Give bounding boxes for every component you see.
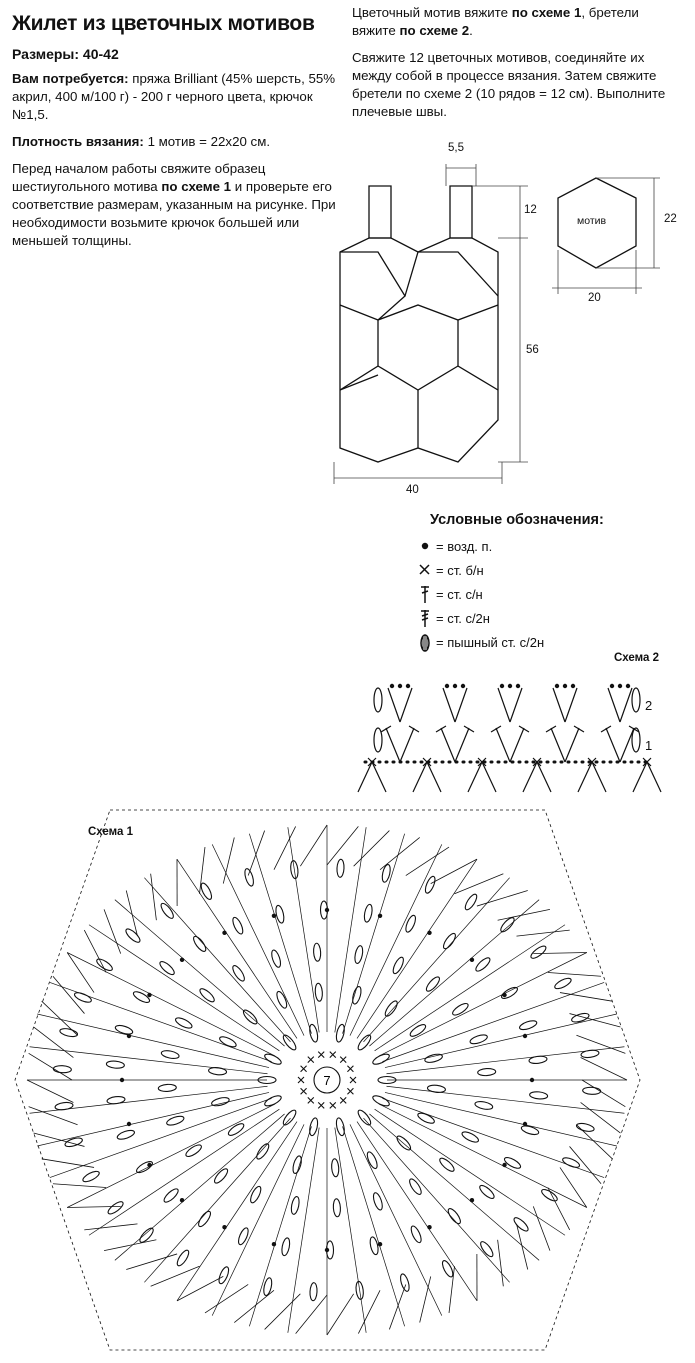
puff-icon [412, 631, 434, 653]
instructions-2: Свяжите 12 цветочных мотивов, соединяйте… [352, 50, 666, 119]
legend-title: Условные обозначения: [430, 512, 604, 528]
chain-dot-icon [412, 535, 434, 557]
motif-width: 20 [588, 292, 601, 304]
page-title: Жилет из цветочных мотивов [12, 12, 315, 35]
right-column: Цветочный мотив вяжите по схеме 1, брете… [352, 4, 682, 130]
intro-text: Перед началом работы свяжите образец шес… [12, 161, 336, 248]
vest-diagram [333, 164, 660, 484]
schema2-title: Схема 2 [614, 652, 660, 664]
motif-label: мотив [577, 215, 607, 227]
materials: Вам потребуется: пряжа Brilliant (45% ше… [12, 71, 336, 122]
half-dc-icon [412, 607, 434, 629]
left-column: Жилет из цветочных мотивов Размеры: 40-4… [12, 12, 342, 259]
cross-icon [412, 559, 434, 581]
legend: Условные обозначения: = возд. п. = ст. б… [412, 512, 692, 654]
dim-height: 56 [526, 344, 539, 356]
schema1-center-label: 7 [323, 1073, 330, 1088]
dim-strap: 5,5 [448, 142, 464, 154]
legend-item: = возд. п. [412, 534, 692, 558]
legend-item: = ст. с/2н [412, 606, 692, 630]
dim-top: 12 [524, 204, 537, 216]
legend-item: = пышный ст. с/2н [412, 630, 692, 654]
motif-height: 22 [664, 213, 677, 225]
sizes: Размеры: 40-42 [12, 46, 119, 62]
schema1-diagram: 7 [14, 809, 641, 1351]
schema2-row-2: 2 [645, 698, 653, 713]
legend-item: = ст. б/н [412, 558, 692, 582]
dc-icon [412, 583, 434, 605]
schema2-row-1: 1 [645, 738, 653, 753]
schema2-diagram [357, 683, 662, 793]
legend-item: = ст. с/н [412, 582, 692, 606]
dim-width: 40 [406, 484, 419, 496]
gauge: Плотность вязания: 1 мотив = 22х20 см. [12, 134, 271, 149]
instructions-1: Цветочный мотив вяжите по схеме 1, брете… [352, 5, 639, 38]
schema1-title: Схема 1 [88, 826, 134, 838]
